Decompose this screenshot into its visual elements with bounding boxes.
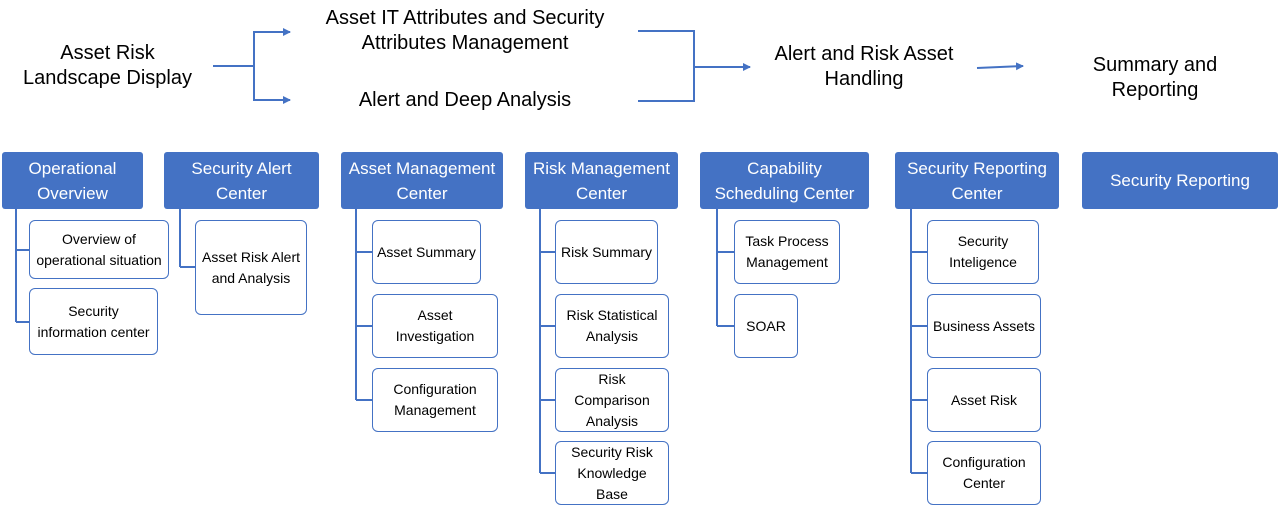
center-header-risk-management[interactable]: Risk Management Center — [525, 152, 678, 209]
center-header-security-reporting[interactable]: Security Reporting Center — [895, 152, 1059, 209]
flow-step-deep-analysis: Alert and Deep Analysis — [358, 89, 572, 111]
center-header-asset-management[interactable]: Asset Management Center — [341, 152, 503, 209]
flow-connector-merge — [638, 30, 695, 102]
center-header-capability-scheduling[interactable]: Capability Scheduling Center — [700, 152, 869, 209]
module-box[interactable]: Risk Summary — [555, 220, 658, 284]
tree-connectors — [15, 209, 927, 474]
module-box[interactable]: Asset Risk — [927, 368, 1041, 432]
flow-step-landscape: Asset Risk Landscape Display — [23, 42, 192, 89]
center-header-security-reporting-standalone[interactable]: Security Reporting — [1082, 152, 1278, 209]
flow-arrow-reporting — [976, 62, 1024, 71]
flow-step-reporting: Summary and Reporting — [1092, 54, 1218, 101]
module-box[interactable]: SOAR — [734, 294, 798, 358]
module-box[interactable]: Configuration Center — [927, 441, 1041, 505]
module-box[interactable]: Security information center — [29, 288, 158, 355]
center-header-security-alert[interactable]: Security Alert Center — [164, 152, 319, 209]
module-box[interactable]: Risk Statistical Analysis — [555, 294, 669, 358]
flow-step-attributes: Asset IT Attributes and Security Attribu… — [325, 7, 605, 54]
module-box[interactable]: Business Assets — [927, 294, 1041, 358]
module-box[interactable]: Security Risk Knowledge Base — [555, 441, 669, 505]
module-box[interactable]: Asset Summary — [372, 220, 481, 284]
module-box[interactable]: Asset Investigation — [372, 294, 498, 358]
center-header-operational-overview[interactable]: Operational Overview — [2, 152, 143, 209]
flow-step-handling: Alert and Risk Asset Handling — [774, 43, 954, 90]
flow-connector-split — [213, 28, 291, 67]
module-box[interactable]: Configuration Management — [372, 368, 498, 432]
module-box[interactable]: Security Inteligence — [927, 220, 1039, 284]
module-box[interactable]: Risk Comparison Analysis — [555, 368, 669, 432]
module-box[interactable]: Asset Risk Alert and Analysis — [195, 220, 307, 315]
module-box[interactable]: Task Process Management — [734, 220, 840, 284]
module-box[interactable]: Overview of operational situation — [29, 220, 169, 279]
flow-connector-split — [253, 66, 291, 104]
